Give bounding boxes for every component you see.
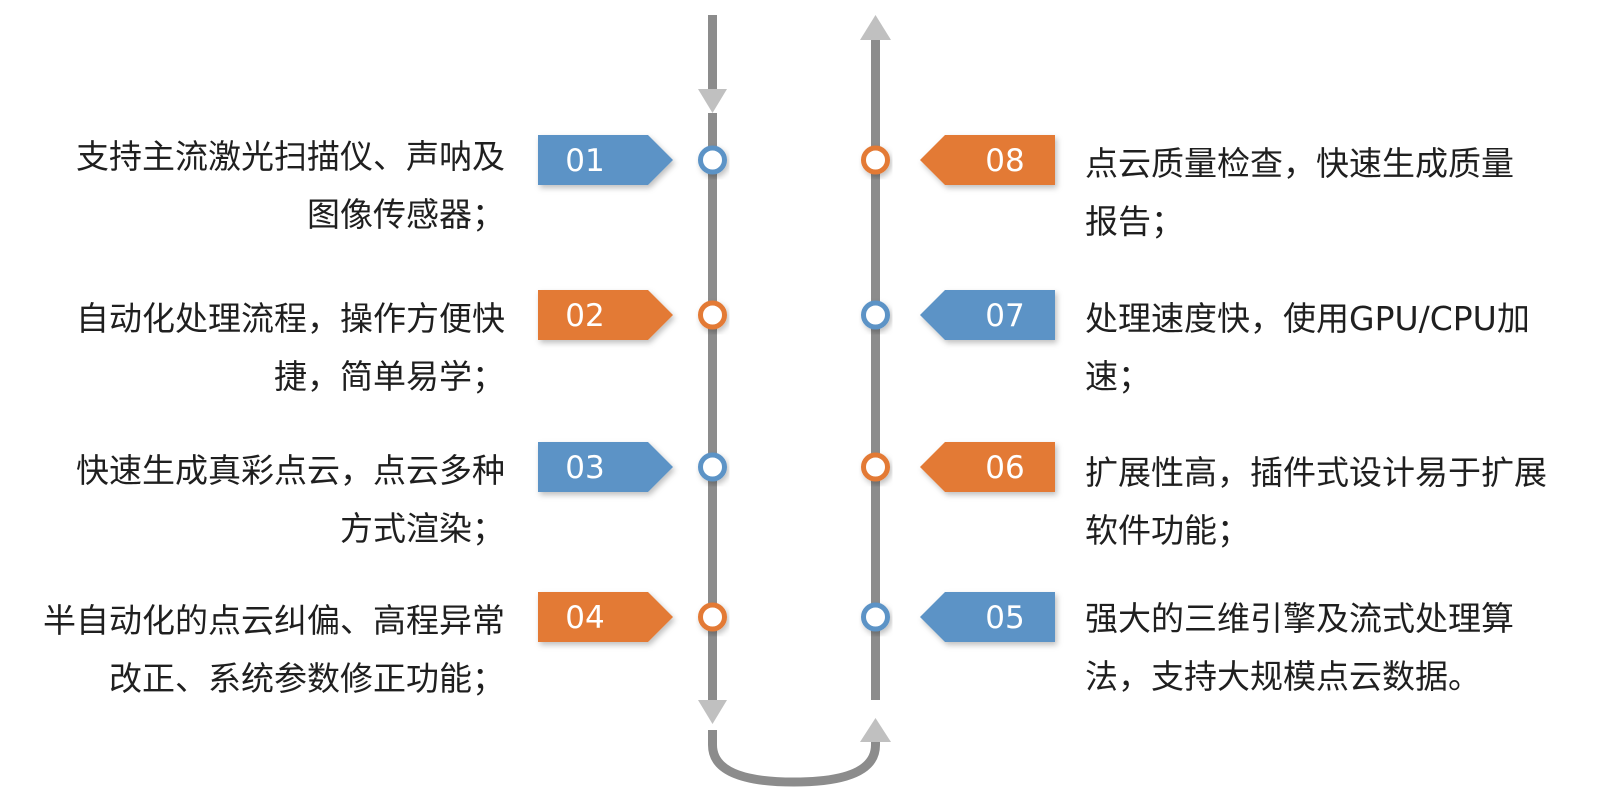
right-tag-07: [920, 290, 1055, 340]
right-tag-label-06: 06: [985, 450, 1024, 486]
right-item-8-text: 点云质量检查，快速生成质量报告；: [1085, 144, 1514, 241]
left-item-3-text: 快速生成真彩点云，点云多种方式渲染；: [76, 451, 505, 548]
right-tags: 08 07 06 05: [861, 135, 1055, 642]
left-node-03: [698, 452, 727, 482]
right-item-7-text: 处理速度快，使用GPU/CPU加速；: [1085, 299, 1530, 396]
left-node-04: [698, 602, 727, 632]
right-tag-label-07: 07: [985, 298, 1024, 334]
left-tag-label-03: 03: [565, 450, 604, 486]
left-tag-label-01: 01: [565, 143, 604, 179]
left-tag-03: [538, 442, 673, 492]
left-item-1-text: 支持主流激光扫描仪、声呐及图像传感器；: [76, 137, 505, 234]
left-item-2-text: 自动化处理流程，操作方便快捷，简单易学；: [76, 299, 505, 396]
left-tags: 01 02 03 04: [538, 135, 727, 642]
right-node-05: [861, 602, 890, 632]
left-bottom-arrow-icon: [698, 700, 727, 724]
left-node-01: [698, 145, 727, 175]
left-item-4-text: 半自动化的点云纠偏、高程异常改正、系统参数修正功能；: [43, 601, 505, 698]
left-tag-01: [538, 135, 673, 185]
right-item-5-text: 强大的三维引擎及流式处理算法，支持大规模点云数据。: [1085, 599, 1514, 696]
right-node-08: [861, 145, 890, 175]
right-node-07: [861, 300, 890, 330]
u-turn-connector: [708, 730, 880, 787]
right-tag-label-08: 08: [985, 143, 1024, 179]
right-item-6-text: 扩展性高，插件式设计易于扩展软件功能；: [1085, 453, 1547, 550]
right-track: [871, 40, 880, 700]
left-node-02: [698, 300, 727, 330]
left-tag-label-02: 02: [565, 298, 604, 334]
right-node-06: [861, 452, 890, 482]
left-track: [708, 15, 717, 89]
right-bottom-arrow-icon: [860, 718, 891, 742]
left-top-arrow-icon: [698, 89, 727, 113]
left-tag-04: [538, 592, 673, 642]
left-tag-label-04: 04: [565, 600, 604, 636]
right-tag-06: [920, 442, 1055, 492]
left-track-main: [708, 113, 717, 700]
right-tag-05: [920, 592, 1055, 642]
left-tag-02: [538, 290, 673, 340]
right-top-arrow-icon: [860, 15, 891, 40]
right-tag-label-05: 05: [985, 600, 1024, 636]
right-tag-08: [920, 135, 1055, 185]
